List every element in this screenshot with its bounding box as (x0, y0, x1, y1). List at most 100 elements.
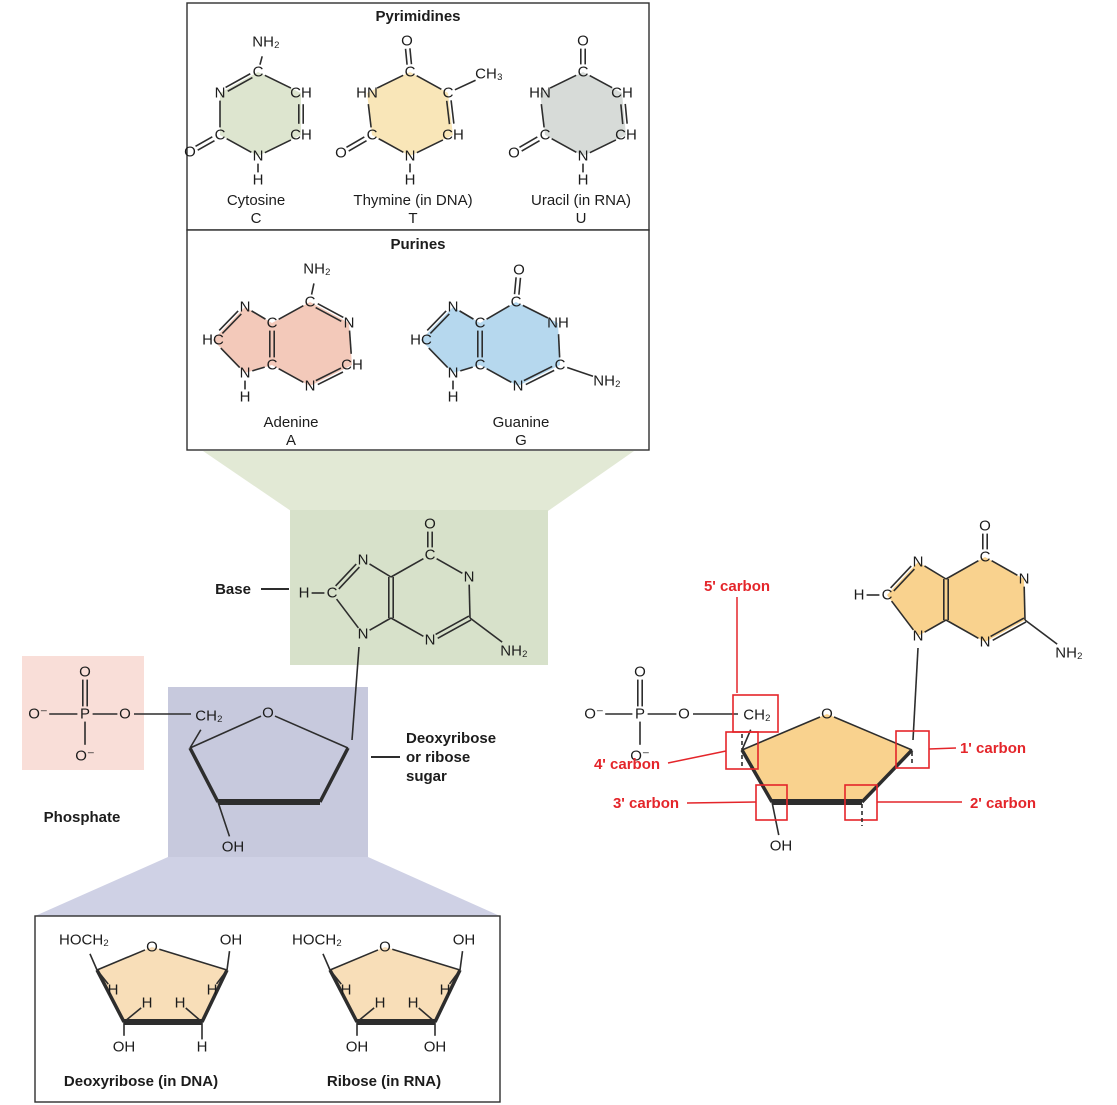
bond (860, 748, 914, 804)
bond (348, 330, 352, 354)
sugar-funnel (35, 857, 500, 916)
adenine-atom-label: C (305, 294, 316, 311)
guanine-atom-label: H (448, 389, 459, 406)
bond (95, 969, 126, 1023)
cytosine-atom-label: O (184, 144, 196, 161)
guanine-atom-label: C (511, 294, 522, 311)
deoxyribose-atom-label: H (175, 995, 186, 1012)
bond (589, 74, 613, 89)
bond (448, 969, 461, 985)
bond (833, 716, 913, 751)
uracil-atom-label: O (508, 145, 520, 162)
deoxyribose-atom-label: O (146, 939, 158, 956)
bond (437, 619, 472, 639)
ribose-atom-label: H (440, 982, 451, 999)
adenine-atom-label: H (240, 389, 251, 406)
phosphate-box (22, 656, 144, 770)
base-guanine-atom-label: N (464, 569, 475, 586)
bond (589, 139, 617, 154)
bond (310, 283, 315, 295)
bond (225, 73, 251, 89)
base-box (290, 510, 548, 665)
phosphate-group-atom-label: O⁻ (28, 706, 48, 723)
ribose-atom-label: OH (453, 932, 476, 949)
bond (278, 304, 304, 321)
bond (329, 969, 342, 985)
bond (338, 566, 360, 590)
adenine-atom-label: N (240, 299, 251, 316)
adenine-atom-label: N (305, 378, 316, 395)
bond (195, 136, 213, 148)
bond (259, 56, 263, 65)
nucleotide-sugar-ring-atom-label: CH₂ (743, 707, 771, 724)
ribose-atom-label: O (379, 939, 391, 956)
nucleotide-phosphate-group-atom-label: O (678, 706, 690, 723)
cytosine-atom-label: CH (290, 127, 312, 144)
bond (523, 365, 553, 382)
bond (460, 366, 473, 372)
nucleotide-guanine-atom-label: N (913, 628, 924, 645)
cytosine-atom-label: C (253, 64, 264, 81)
cytosine-atom-label: NH₂ (252, 34, 280, 51)
bond (1024, 619, 1058, 645)
uracil-atom-label: CH (615, 127, 637, 144)
bond (188, 747, 220, 803)
adenine-atom-label: NH₂ (303, 261, 331, 278)
bond (522, 304, 549, 319)
nucleotide-sugar-ring-atom-label: OH (770, 838, 793, 855)
uracil-atom-label: H (578, 172, 589, 189)
thymine-atom-label: C (367, 127, 378, 144)
nucleotide-sugar-ring-atom-label: O (821, 706, 833, 723)
ribose-atom-label: OH (424, 1039, 447, 1056)
bond (367, 104, 372, 128)
bond (945, 560, 979, 580)
bond (89, 953, 98, 971)
thymine-atom-label: HN (356, 85, 378, 102)
bond (200, 969, 229, 1023)
adenine-atom-label: CH (341, 357, 363, 374)
bond (315, 306, 342, 323)
base-guanine-atom-label: H (299, 585, 310, 602)
thymine-atom-label: H (405, 172, 416, 189)
bond (335, 598, 360, 629)
bond (893, 568, 915, 592)
red-line-1-prime (928, 747, 957, 750)
bond (317, 371, 344, 386)
nucleotide-guanine-hex-fill (946, 557, 1025, 642)
bond (468, 584, 471, 619)
bond (566, 366, 594, 377)
adenine-atom-label: C (267, 357, 278, 374)
bond (436, 558, 463, 574)
bond (356, 1007, 375, 1023)
bond (252, 366, 265, 372)
guanine-atom-label: NH₂ (593, 373, 621, 390)
bond (189, 729, 202, 749)
bond (217, 801, 231, 837)
phosphate-group-atom-label: P (80, 706, 90, 723)
guanine-atom-label: C (555, 357, 566, 374)
deoxyribose-atom-label: OH (113, 1039, 136, 1056)
adenine-atom-label: N (240, 365, 251, 382)
bond (624, 103, 628, 124)
ribose-atom-label: H (341, 982, 352, 999)
bond (409, 48, 413, 65)
bond (218, 310, 239, 331)
bond (227, 76, 253, 92)
cytosine-atom-label: N (215, 85, 226, 102)
bond (189, 715, 262, 749)
cytosine-atom-label: N (253, 148, 264, 165)
adenine-atom-label: HC (202, 332, 224, 349)
cytosine-ring-fill (220, 72, 301, 156)
bond (990, 617, 1025, 638)
sugar-ring-atom-label: O (262, 705, 274, 722)
bond (945, 619, 979, 639)
nucleotide-phosphate-group-atom-label: O⁻ (584, 706, 604, 723)
adenine-hex-fill (272, 302, 352, 386)
nucleotide-guanine-atom-label: C (980, 549, 991, 566)
ribose-atom-label: H (375, 995, 386, 1012)
bond (740, 749, 774, 803)
bond (890, 600, 915, 631)
bond (433, 969, 462, 1023)
